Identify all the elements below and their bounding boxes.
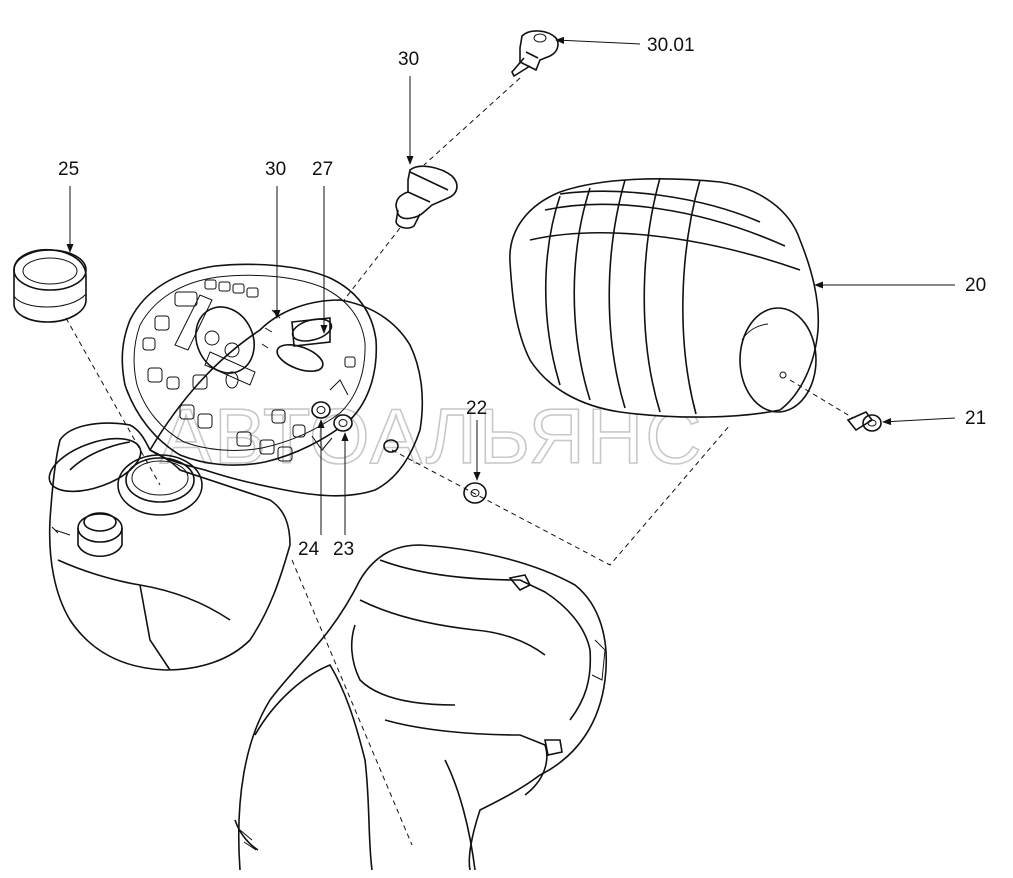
- part-24-nut: [311, 401, 331, 419]
- control-panel-body: [48, 263, 424, 671]
- callout-30-top: 30: [398, 49, 419, 70]
- callout-30-mid: 30: [265, 159, 286, 180]
- callout-20: 20: [965, 275, 986, 296]
- callout-22: 22: [466, 398, 487, 419]
- panel-buttons: [142, 279, 356, 462]
- mounting-hole: [383, 439, 399, 453]
- part-30-connector: [395, 165, 458, 229]
- part-25-cap: [13, 248, 87, 323]
- assembly-lines: [65, 77, 854, 846]
- callout-23: 23: [333, 539, 354, 560]
- callout-25: 25: [58, 159, 79, 180]
- callout-21: 21: [965, 408, 986, 429]
- part-22-washer: [463, 482, 487, 504]
- lower-housing: [234, 544, 608, 871]
- part-23-nut: [333, 414, 353, 432]
- part-30-01-key: [511, 30, 559, 78]
- part-21-bolt: [846, 411, 882, 432]
- callout-24: 24: [298, 539, 320, 560]
- callout-30-01: 30.01: [647, 35, 695, 56]
- leader-lines: [66, 36, 956, 535]
- callout-labels: 30.01 30 25 30 27 20 21 22 24 23: [58, 35, 986, 560]
- callout-27: 27: [312, 159, 333, 180]
- part-20-bellows: [509, 177, 820, 418]
